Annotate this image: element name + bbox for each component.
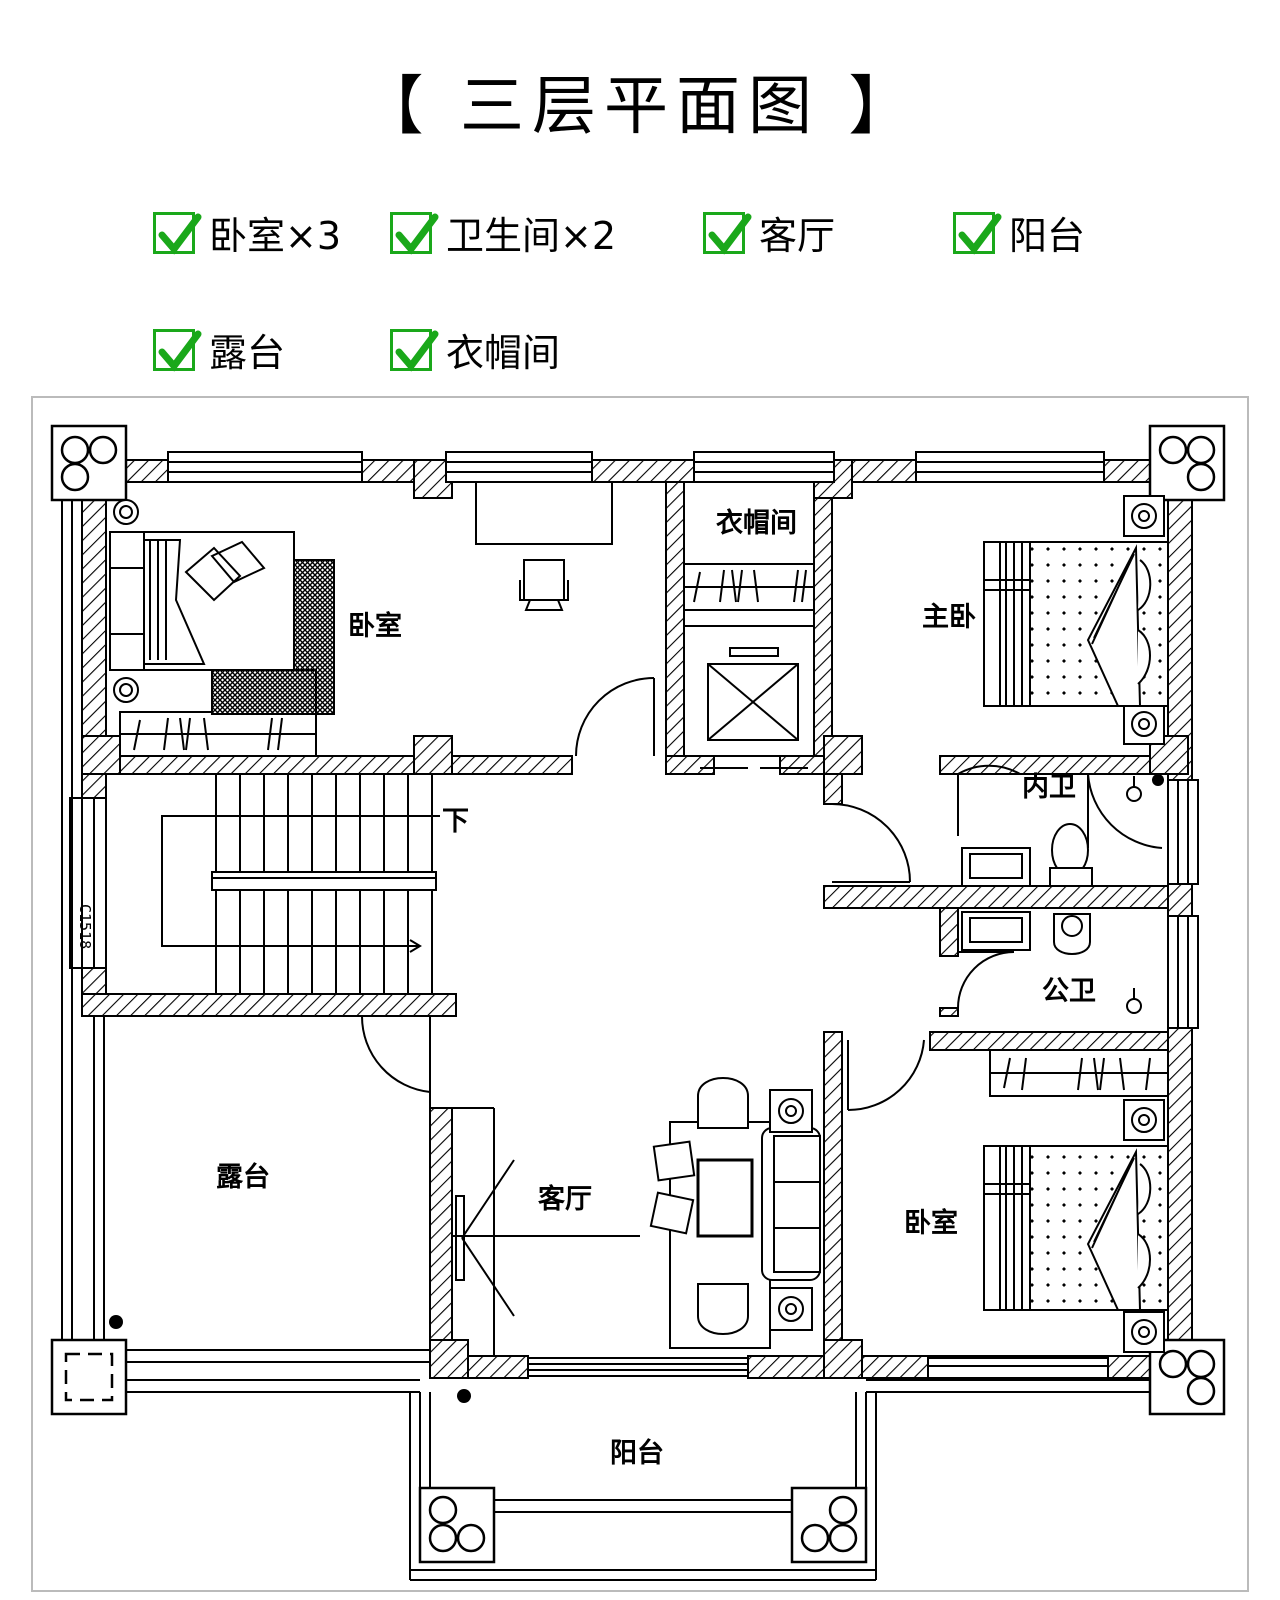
label-closet: 衣帽间	[716, 507, 797, 539]
wardrobes	[119, 563, 1169, 1097]
corner-columns	[50, 424, 1226, 1564]
feature-label: 露台	[209, 331, 286, 375]
windows	[69, 451, 1199, 1379]
feature-item: 阳台	[953, 205, 1085, 260]
check-icon	[153, 328, 202, 372]
feature-label: 衣帽间	[446, 331, 561, 375]
check-icon	[390, 328, 439, 372]
railings	[61, 500, 1150, 1581]
feature-label: 客厅	[759, 214, 836, 258]
feature-item: 露台	[153, 322, 285, 377]
label-window-code: C1518	[76, 904, 94, 949]
feature-label: 阳台	[1009, 214, 1086, 258]
floor-plan-frame	[31, 396, 1249, 1592]
bedroom-nw-furniture	[109, 481, 613, 715]
label-living-room: 客厅	[538, 1183, 592, 1215]
check-icon	[953, 211, 1002, 255]
label-bedroom-nw: 卧室	[348, 610, 402, 642]
feature-label: 卫生间×2	[446, 214, 617, 258]
staircase	[161, 774, 440, 994]
bath-fixtures	[961, 776, 1142, 1014]
label-stair-down: 下	[442, 806, 469, 837]
page-title: 【 三层平面图 】	[359, 70, 921, 144]
elevator	[683, 625, 815, 769]
living-furniture	[649, 1077, 821, 1349]
room-labels: 卧室 衣帽间 主卧 内卫 公卫 露台 客厅 卧室 阳台 下 C1518	[76, 507, 1096, 1469]
master-bed	[983, 495, 1169, 745]
feature-item: 衣帽间	[390, 322, 560, 377]
check-icon	[703, 211, 752, 255]
label-inner-bath: 内卫	[1022, 772, 1076, 803]
check-icon	[390, 211, 439, 255]
se-bed	[983, 1099, 1169, 1353]
drains	[109, 774, 1164, 1403]
check-icon	[153, 211, 202, 255]
label-terrace: 露台	[216, 1161, 270, 1193]
feature-item: 客厅	[703, 205, 835, 260]
label-master-bedroom: 主卧	[922, 602, 976, 633]
label-public-bath: 公卫	[1042, 976, 1096, 1007]
label-bedroom-se: 卧室	[904, 1207, 958, 1239]
doors	[360, 677, 1163, 1356]
feature-item: 卫生间×2	[390, 205, 616, 260]
label-balcony: 阳台	[610, 1437, 664, 1469]
feature-item: 卧室×3	[153, 205, 341, 260]
feature-label: 卧室×3	[209, 214, 342, 258]
